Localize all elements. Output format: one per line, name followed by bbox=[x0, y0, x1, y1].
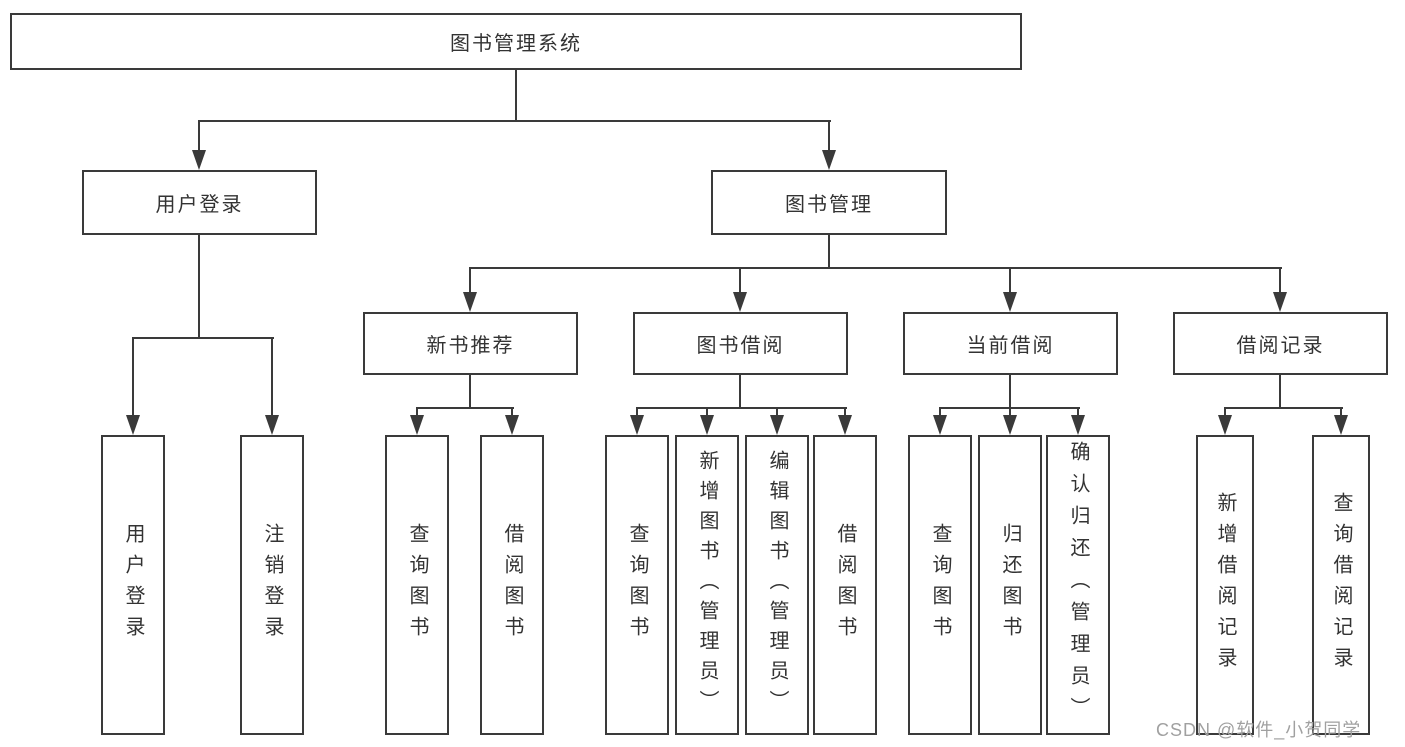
node-book-borrow-label: 图书借阅 bbox=[696, 335, 785, 357]
leaf-confirm-return-admin: 确认归还（管理员） bbox=[1046, 435, 1110, 735]
arrowhead-confirm-return-admin bbox=[1071, 415, 1085, 435]
leaf-edit-books-admin: 编辑图书（管理员） bbox=[745, 435, 809, 735]
leaf-query-books-current-label: 查询图书 bbox=[929, 523, 951, 647]
connector-book-borrow-drop-2 bbox=[706, 407, 708, 417]
connector-user-login-drop-1 bbox=[132, 337, 134, 417]
connector-book-borrow-drop-4 bbox=[844, 407, 846, 417]
connector-borrow-records-drop-1 bbox=[1224, 407, 1226, 417]
connector-borrow-records-bar bbox=[1224, 407, 1343, 409]
leaf-query-borrow-record-label: 查询借阅记录 bbox=[1330, 492, 1352, 678]
leaf-user-login: 用户登录 bbox=[101, 435, 165, 735]
leaf-query-books-recommend: 查询图书 bbox=[385, 435, 449, 735]
arrowhead-borrow-books-1 bbox=[505, 415, 519, 435]
leaf-borrow-books-borrow: 借阅图书 bbox=[813, 435, 877, 735]
connector-book-mgmt-bar bbox=[469, 267, 1282, 269]
connector-borrow-records-stem bbox=[1279, 373, 1281, 409]
arrowhead-query-books-2 bbox=[630, 415, 644, 435]
arrowhead-add-borrow-record bbox=[1218, 415, 1232, 435]
arrowhead-new-book bbox=[463, 292, 477, 312]
arrowhead-query-books-3 bbox=[933, 415, 947, 435]
leaf-borrow-books-borrow-label: 借阅图书 bbox=[834, 523, 856, 647]
leaf-logout-login-label: 注销登录 bbox=[261, 523, 283, 647]
connector-book-mgmt-drop-4 bbox=[1279, 267, 1281, 294]
connector-borrow-records-drop-2 bbox=[1340, 407, 1342, 417]
connector-root-drop-right bbox=[828, 120, 830, 152]
connector-book-borrow-bar bbox=[636, 407, 847, 409]
connector-book-mgmt-drop-2 bbox=[739, 267, 741, 294]
arrowhead-user-login bbox=[192, 150, 206, 170]
connector-current-borrow-drop-1 bbox=[939, 407, 941, 417]
leaf-return-books: 归还图书 bbox=[978, 435, 1042, 735]
leaf-logout-login: 注销登录 bbox=[240, 435, 304, 735]
csdn-watermark: CSDN @软件_小贺同学 bbox=[1156, 720, 1362, 740]
arrowhead-edit-books-admin bbox=[770, 415, 784, 435]
node-borrow-records: 借阅记录 bbox=[1173, 312, 1388, 375]
leaf-query-books-borrow-label: 查询图书 bbox=[626, 523, 648, 647]
node-root-label: 图书管理系统 bbox=[450, 33, 582, 55]
node-book-management: 图书管理 bbox=[711, 170, 947, 235]
arrowhead-add-books-admin bbox=[700, 415, 714, 435]
leaf-query-borrow-record: 查询借阅记录 bbox=[1312, 435, 1370, 735]
leaf-query-books-current: 查询图书 bbox=[908, 435, 972, 735]
leaf-confirm-return-admin-label: 确认归还（管理员） bbox=[1067, 441, 1089, 729]
leaf-add-books-admin-label: 新增图书（管理员） bbox=[696, 450, 718, 720]
connector-new-book-drop-2 bbox=[511, 407, 513, 417]
connector-book-mgmt-stem bbox=[828, 233, 830, 269]
leaf-return-books-label: 归还图书 bbox=[999, 523, 1021, 647]
connector-current-borrow-drop-2 bbox=[1009, 407, 1011, 417]
arrowhead-query-books-1 bbox=[410, 415, 424, 435]
leaf-edit-books-admin-label: 编辑图书（管理员） bbox=[766, 450, 788, 720]
node-borrow-records-label: 借阅记录 bbox=[1236, 335, 1325, 357]
node-current-borrow: 当前借阅 bbox=[903, 312, 1118, 375]
connector-book-borrow-drop-3 bbox=[776, 407, 778, 417]
connector-current-borrow-stem bbox=[1009, 373, 1011, 409]
arrowhead-current-borrow bbox=[1003, 292, 1017, 312]
node-new-book-recommend: 新书推荐 bbox=[363, 312, 578, 375]
connector-root-drop-left bbox=[198, 120, 200, 152]
connector-current-borrow-drop-3 bbox=[1077, 407, 1079, 417]
connector-new-book-stem bbox=[469, 373, 471, 409]
arrowhead-book-borrow bbox=[733, 292, 747, 312]
arrowhead-borrow-books-2 bbox=[838, 415, 852, 435]
node-user-login: 用户登录 bbox=[82, 170, 317, 235]
leaf-borrow-books-recommend: 借阅图书 bbox=[480, 435, 544, 735]
connector-book-mgmt-drop-1 bbox=[469, 267, 471, 294]
arrowhead-leaf-logout bbox=[265, 415, 279, 435]
leaf-add-borrow-record-label: 新增借阅记录 bbox=[1214, 492, 1236, 678]
leaf-borrow-books-recommend-label: 借阅图书 bbox=[501, 523, 523, 647]
leaf-add-borrow-record: 新增借阅记录 bbox=[1196, 435, 1254, 735]
node-root: 图书管理系统 bbox=[10, 13, 1022, 70]
leaf-add-books-admin: 新增图书（管理员） bbox=[675, 435, 739, 735]
arrowhead-query-borrow-record bbox=[1334, 415, 1348, 435]
connector-root-stem bbox=[515, 68, 517, 122]
connector-book-borrow-drop-1 bbox=[636, 407, 638, 417]
connector-user-login-drop-2 bbox=[271, 337, 273, 417]
leaf-query-books-recommend-label: 查询图书 bbox=[406, 523, 428, 647]
node-new-book-recommend-label: 新书推荐 bbox=[426, 335, 515, 357]
node-book-management-label: 图书管理 bbox=[785, 194, 873, 216]
connector-root-bar bbox=[198, 120, 831, 122]
connector-new-book-drop-1 bbox=[416, 407, 418, 417]
connector-book-mgmt-drop-3 bbox=[1009, 267, 1011, 294]
node-user-login-label: 用户登录 bbox=[155, 194, 244, 216]
arrowhead-book-management bbox=[822, 150, 836, 170]
arrowhead-return-books bbox=[1003, 415, 1017, 435]
node-book-borrow: 图书借阅 bbox=[633, 312, 848, 375]
arrowhead-leaf-user-login bbox=[126, 415, 140, 435]
connector-book-borrow-stem bbox=[739, 373, 741, 409]
connector-new-book-bar bbox=[416, 407, 514, 409]
arrowhead-borrow-records bbox=[1273, 292, 1287, 312]
connector-user-login-bar bbox=[132, 337, 274, 339]
node-current-borrow-label: 当前借阅 bbox=[966, 335, 1055, 357]
leaf-user-login-label: 用户登录 bbox=[122, 523, 144, 647]
connector-user-login-stem bbox=[198, 233, 200, 339]
leaf-query-books-borrow: 查询图书 bbox=[605, 435, 669, 735]
